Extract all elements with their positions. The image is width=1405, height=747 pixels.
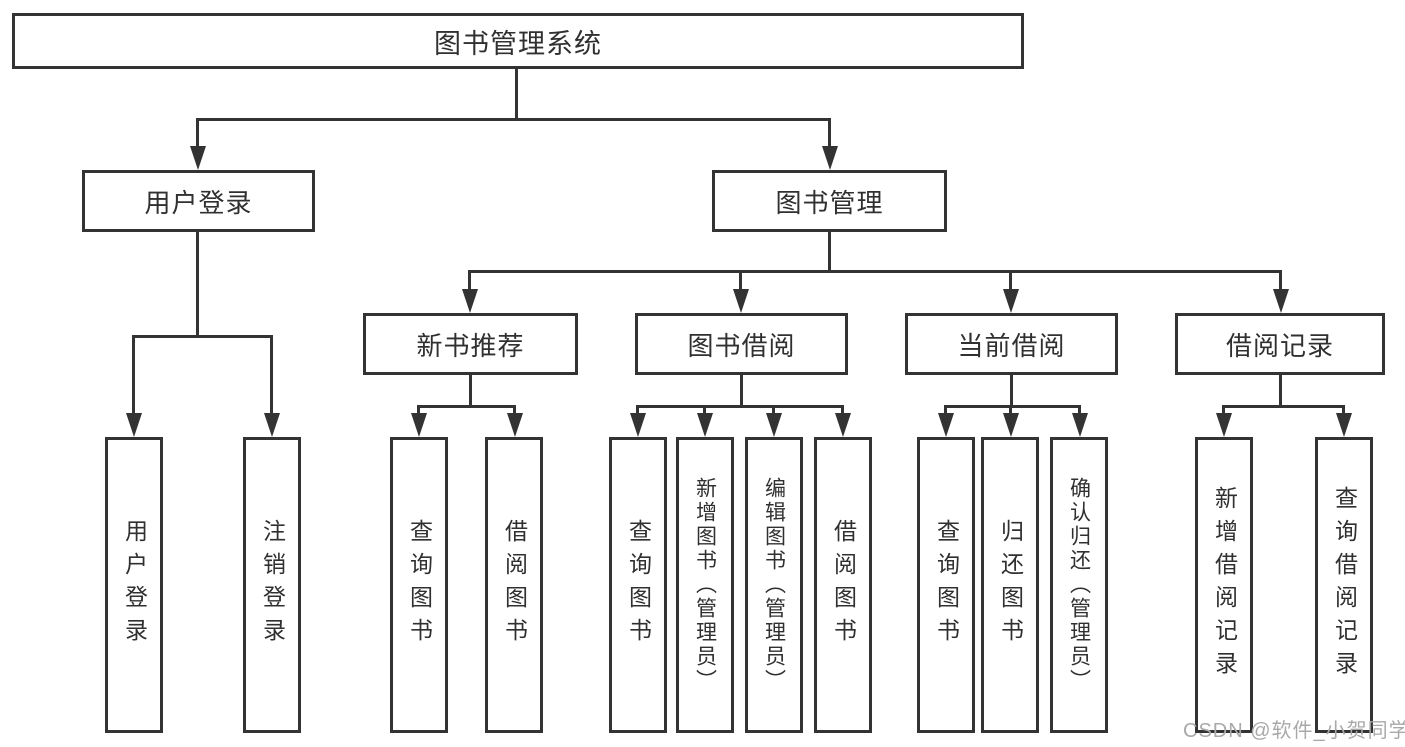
arrow-down bbox=[264, 413, 280, 437]
leaf-query-books-recommend: 查询图书 bbox=[390, 437, 448, 733]
connector-vline bbox=[515, 69, 518, 119]
connector-vline bbox=[468, 270, 471, 292]
connector-hline bbox=[468, 270, 1282, 273]
leaf-add-book-admin: 新增图书（管理员） bbox=[676, 437, 734, 733]
leaf-label: 归还图书 bbox=[997, 519, 1024, 651]
leaf-label: 注销登录 bbox=[259, 519, 286, 651]
leaf-query-borrow-record: 查询借阅记录 bbox=[1315, 437, 1373, 733]
arrow-down bbox=[507, 413, 523, 437]
leaf-label: 查询借阅记录 bbox=[1331, 486, 1358, 684]
leaf-label: 编辑图书（管理员） bbox=[762, 477, 786, 693]
leaf-confirm-return-admin: 确认归还（管理员） bbox=[1050, 437, 1108, 733]
connector-hline bbox=[196, 118, 831, 121]
node-book-management: 图书管理 bbox=[712, 170, 947, 232]
arrow-down bbox=[630, 413, 646, 437]
connector-vline bbox=[739, 270, 742, 292]
leaf-return-book: 归还图书 bbox=[981, 437, 1039, 733]
arrow-down bbox=[411, 413, 427, 437]
leaf-label: 查询图书 bbox=[933, 519, 960, 651]
leaf-label: 新增借阅记录 bbox=[1211, 486, 1238, 684]
arrow-down bbox=[822, 146, 838, 170]
leaf-user-login: 用户登录 bbox=[105, 437, 163, 733]
connector-hline bbox=[1222, 405, 1345, 408]
node-user-login: 用户登录 bbox=[82, 170, 315, 232]
connector-vline bbox=[1279, 375, 1282, 408]
leaf-label: 用户登录 bbox=[121, 519, 148, 651]
connector-vline bbox=[1010, 375, 1013, 408]
connector-vline bbox=[132, 335, 135, 419]
leaf-query-books-borrowing: 查询图书 bbox=[609, 437, 667, 733]
leaf-label: 确认归还（管理员） bbox=[1067, 477, 1091, 693]
leaf-label: 借阅图书 bbox=[501, 519, 528, 651]
node-current-borrowing: 当前借阅 bbox=[905, 313, 1118, 375]
connector-vline bbox=[1279, 270, 1282, 292]
leaf-edit-book-admin: 编辑图书（管理员） bbox=[745, 437, 803, 733]
leaf-label: 新增图书（管理员） bbox=[693, 477, 717, 693]
arrow-down bbox=[938, 413, 954, 437]
leaf-query-books-current: 查询图书 bbox=[917, 437, 975, 733]
arrow-down bbox=[190, 146, 206, 170]
leaf-label: 查询图书 bbox=[406, 519, 433, 651]
connector-hline bbox=[132, 335, 273, 338]
connector-vline bbox=[196, 118, 199, 150]
node-book-borrowing-label: 图书借阅 bbox=[687, 330, 796, 361]
leaf-label: 查询图书 bbox=[625, 519, 652, 651]
arrow-down bbox=[697, 413, 713, 437]
arrow-down bbox=[126, 413, 142, 437]
node-new-book-recommend-label: 新书推荐 bbox=[416, 330, 525, 361]
connector-vline bbox=[469, 375, 472, 408]
arrow-down bbox=[1003, 413, 1019, 437]
leaf-logout: 注销登录 bbox=[243, 437, 301, 733]
arrow-down bbox=[1216, 413, 1232, 437]
connector-hline bbox=[417, 405, 516, 408]
node-user-login-label: 用户登录 bbox=[144, 187, 253, 218]
connector-vline bbox=[828, 118, 831, 150]
node-new-book-recommend: 新书推荐 bbox=[363, 313, 578, 375]
arrow-down bbox=[835, 413, 851, 437]
node-root-label: 图书管理系统 bbox=[434, 28, 602, 59]
watermark: CSDN @软件_小贺同学 bbox=[1183, 720, 1405, 742]
leaf-borrow-books-recommend: 借阅图书 bbox=[485, 437, 543, 733]
connector-hline bbox=[944, 405, 1081, 408]
connector-vline bbox=[196, 232, 199, 338]
arrow-down bbox=[1072, 413, 1088, 437]
leaf-label: 借阅图书 bbox=[830, 519, 857, 651]
arrow-down bbox=[1273, 289, 1289, 313]
arrow-down bbox=[1003, 289, 1019, 313]
arrow-down bbox=[1336, 413, 1352, 437]
node-root: 图书管理系统 bbox=[12, 13, 1024, 69]
connector-vline bbox=[828, 232, 831, 273]
arrow-down bbox=[733, 289, 749, 313]
arrow-down bbox=[462, 289, 478, 313]
connector-vline bbox=[740, 375, 743, 408]
node-book-management-label: 图书管理 bbox=[775, 187, 884, 218]
connector-hline bbox=[636, 405, 844, 408]
connector-vline bbox=[1009, 270, 1012, 292]
node-current-borrowing-label: 当前借阅 bbox=[957, 330, 1066, 361]
leaf-borrow-books-borrowing: 借阅图书 bbox=[814, 437, 872, 733]
leaf-add-borrow-record: 新增借阅记录 bbox=[1195, 437, 1253, 733]
node-book-borrowing: 图书借阅 bbox=[635, 313, 848, 375]
node-borrow-records-label: 借阅记录 bbox=[1225, 330, 1334, 361]
connector-vline bbox=[270, 335, 273, 419]
node-borrow-records: 借阅记录 bbox=[1175, 313, 1385, 375]
arrow-down bbox=[766, 413, 782, 437]
